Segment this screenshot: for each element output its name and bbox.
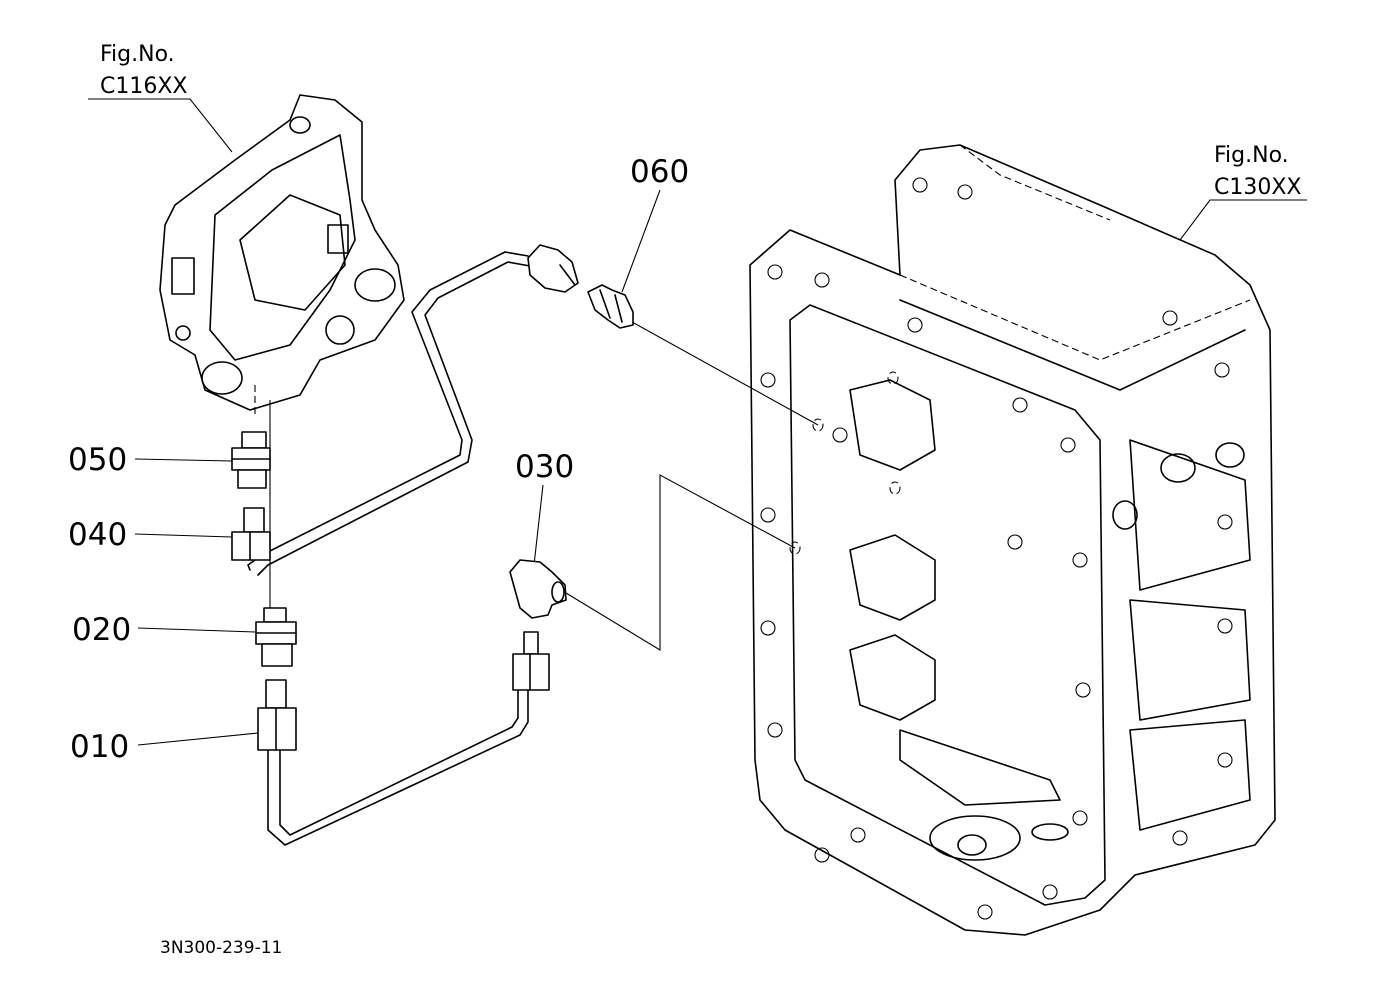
lower-pipe-inner: [279, 689, 519, 836]
leader-020: [137, 627, 256, 633]
lower-pipe-right-nut: [512, 631, 550, 691]
part-number-020: 020: [72, 612, 131, 648]
alignment-line-030: [565, 474, 796, 651]
fig-ref-c116-code: C116XX: [100, 74, 188, 99]
part-010-nut: [257, 679, 297, 751]
valve-assembly-c116: [159, 94, 405, 415]
part-number-060: 060: [630, 154, 689, 190]
part-020-union: [255, 607, 297, 667]
upper-pipe-nut: [527, 244, 579, 293]
fig-ref-c116-leader: [88, 98, 233, 153]
part-number-050: 050: [68, 442, 127, 478]
part-030-elbow: [509, 559, 567, 619]
fig-ref-c130-code: C130XX: [1214, 175, 1302, 200]
part-number-010: 010: [70, 729, 129, 765]
hidden-ports: [789, 371, 901, 555]
leader-030: [533, 484, 544, 566]
part-040-nut: [231, 507, 271, 561]
drawing-number: 3N300-239-11: [160, 938, 282, 958]
alignment-line-060: [631, 321, 819, 426]
fig-ref-c130-prefix: Fig.No.: [1214, 143, 1289, 168]
bolt-holes: [760, 177, 1233, 920]
fig-ref-c116-prefix: Fig.No.: [100, 42, 175, 67]
leader-040: [134, 533, 233, 538]
part-number-030: 030: [515, 449, 574, 485]
upper-pipe-inner: [257, 261, 531, 576]
transmission-case-c130: [749, 144, 1276, 936]
part-050-adapter: [231, 431, 271, 489]
part-060-union: [587, 284, 634, 329]
leader-010: [137, 732, 259, 746]
leader-050: [134, 458, 233, 462]
leader-060: [621, 189, 661, 293]
lower-pipe-outer: [267, 689, 529, 846]
part-number-040: 040: [68, 517, 127, 553]
upper-pipe-outer: [247, 251, 529, 571]
